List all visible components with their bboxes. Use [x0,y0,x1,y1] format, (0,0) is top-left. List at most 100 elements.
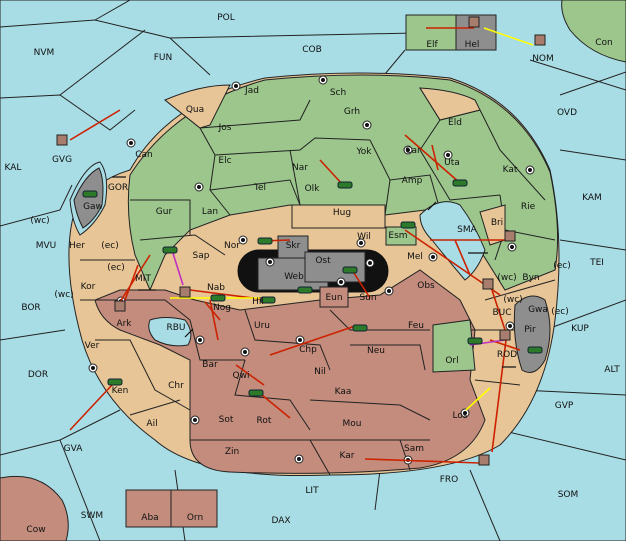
label-ken: Ken [112,386,129,396]
fleet-unit-icon[interactable] [56,134,68,146]
label-wc2: (wc) [497,273,516,283]
territory-eld[interactable] [419,87,481,121]
label-gvp: GVP [555,401,574,411]
supply-center-marker [318,75,328,85]
label-qwi: Qwi [233,371,250,381]
supply-center-marker [126,138,136,148]
label-kup: KUP [571,324,589,334]
label-orn: Orn [187,513,203,523]
label-hilf: Hil [252,297,264,307]
label-orl: Orl [445,356,458,366]
label-ec4: (ec) [551,307,569,317]
label-ovd: OVD [557,108,577,118]
label-amp: Amp [402,176,423,186]
label-gaw: Gaw [83,202,103,212]
label-aba: Aba [141,513,158,523]
label-cow: Cow [26,525,45,535]
territory-gaw[interactable] [73,167,104,229]
territory-orl[interactable] [432,319,476,373]
label-elc: Elc [218,156,231,166]
label-kam: KAM [582,193,602,203]
label-gwa: Gwa [528,305,548,315]
army-unit-icon[interactable] [257,237,273,245]
fleet-unit-icon[interactable] [482,278,494,290]
army-unit-icon[interactable] [352,324,368,332]
army-unit-icon[interactable] [162,246,178,254]
army-unit-icon[interactable] [400,221,416,229]
army-unit-icon[interactable] [260,296,276,304]
territory-elf[interactable] [405,14,457,51]
supply-center-marker [195,335,205,345]
label-kar: Kar [340,451,355,461]
army-unit-icon[interactable] [337,181,353,189]
supply-center-marker [295,335,305,345]
label-dax: DAX [271,516,290,526]
label-gor: GOR [108,183,128,193]
label-hel: Hel [465,40,480,50]
label-sch: Sch [330,88,346,98]
army-unit-icon[interactable] [248,389,264,397]
label-nom: NOM [532,54,554,64]
label-nar: Nar [292,163,308,173]
label-nvm: NVM [34,48,55,58]
fleet-unit-icon[interactable] [499,329,511,341]
fleet-unit-icon[interactable] [179,286,191,298]
army-unit-icon[interactable] [342,266,358,274]
label-dor: DOR [28,370,48,380]
army-unit-icon[interactable] [297,286,313,294]
fleet-unit-icon[interactable] [478,454,490,466]
fleet-unit-icon[interactable] [504,230,516,242]
label-mel: Mel [407,252,423,262]
label-gvg: GVG [52,155,72,165]
label-byn: Byn [522,273,539,283]
label-ail: Ail [146,419,157,429]
strait-markers [112,176,516,368]
label-pir: Pir [524,325,536,335]
label-nog: Nog [213,303,231,313]
territory-cow[interactable] [0,475,69,541]
label-sot: Sot [219,415,234,425]
army-unit-icon[interactable] [210,294,226,302]
label-swm: SWM [81,511,103,521]
fleet-unit-icon[interactable] [114,300,126,312]
supply-centers [88,75,535,465]
supply-center-marker [356,238,366,248]
label-fro: FRO [440,475,459,485]
army-unit-icon[interactable] [107,378,123,386]
label-jos: Jos [218,123,232,133]
army-unit-icon[interactable] [527,346,543,354]
label-ec2: (ec) [107,263,125,273]
army-unit-icon[interactable] [82,190,98,198]
label-rot: Rot [257,416,272,426]
label-kaa: Kaa [335,387,352,397]
label-rie: Rie [521,202,536,212]
supply-center-marker [428,252,438,262]
territory-qua[interactable] [164,84,231,129]
label-olk: Olk [305,184,321,194]
label-can: Can [135,150,153,160]
territory-con[interactable] [561,0,626,63]
label-eun: Eun [325,293,342,303]
label-alt: ALT [604,365,620,375]
supply-center-marker [240,347,250,357]
label-feu: Feu [408,321,424,331]
army-unit-icon[interactable] [452,179,468,187]
label-uta: Uta [444,158,460,168]
fleet-unit-icon[interactable] [534,34,546,46]
territory-orn[interactable] [170,489,218,528]
label-jad: Jad [244,86,259,96]
label-sma: SMA [457,225,477,235]
territory-eun[interactable] [319,286,349,308]
fleet-unit-icon[interactable] [468,16,480,28]
army-unit-icon[interactable] [467,337,483,345]
supply-center-marker [403,145,413,155]
units [56,16,546,466]
label-kor: Kor [81,282,96,292]
territory-hug[interactable] [291,204,386,229]
label-ost: Ost [315,256,331,266]
territory-aba[interactable] [125,489,172,528]
label-skr: Skr [286,241,301,251]
label-buc: BUC [492,308,511,318]
label-obs: Obs [417,281,435,291]
